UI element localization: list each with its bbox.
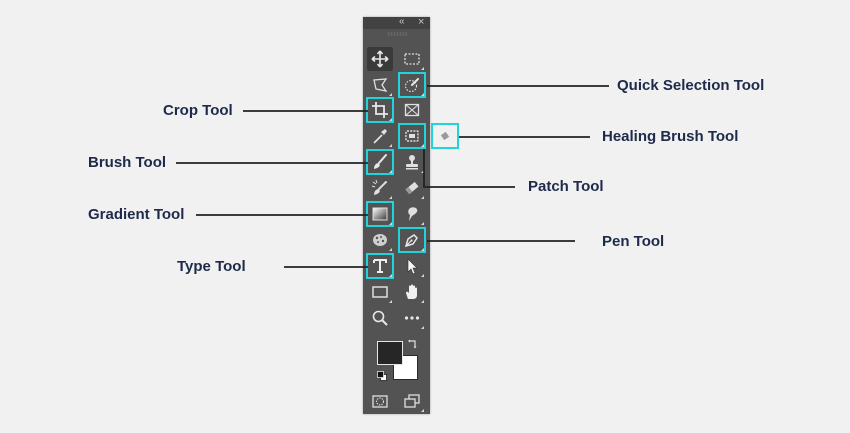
hand-icon xyxy=(406,284,417,299)
clone-stamp-tool[interactable] xyxy=(399,150,425,174)
foreground-color-swatch[interactable] xyxy=(377,341,403,365)
lasso-tool[interactable] xyxy=(367,73,393,97)
type-tool-label: Type Tool xyxy=(177,258,246,275)
smudge-icon xyxy=(408,207,418,221)
default-colors-icon[interactable] xyxy=(377,371,387,381)
history-brush-icon xyxy=(371,179,387,195)
rectangular-marquee-icon xyxy=(404,53,420,65)
healing-brush-tool-label: Healing Brush Tool xyxy=(602,128,739,145)
pen-tool[interactable] xyxy=(398,227,426,253)
eraser-icon xyxy=(405,181,419,195)
more-icon xyxy=(404,316,420,320)
swap-colors-icon[interactable] xyxy=(407,338,419,350)
screen-mode-icon xyxy=(404,394,420,408)
eyedropper-icon xyxy=(373,129,387,144)
patch-leader xyxy=(423,149,515,188)
panel-grip[interactable] xyxy=(387,32,407,36)
type-tool[interactable] xyxy=(366,253,394,279)
patch-tool[interactable] xyxy=(398,123,426,149)
quick-selection-icon xyxy=(404,78,419,93)
move-tool[interactable] xyxy=(367,47,393,71)
quick-mask-icon xyxy=(372,395,388,408)
gradient-icon xyxy=(372,207,388,221)
crop-tool[interactable] xyxy=(366,97,394,123)
brush-icon xyxy=(374,154,387,169)
sponge-icon xyxy=(373,234,387,246)
polygonal-lasso-icon xyxy=(373,78,388,92)
history-brush-tool[interactable] xyxy=(367,176,393,200)
patch-tool-label: Patch Tool xyxy=(528,178,604,195)
path-selection-icon xyxy=(407,258,418,275)
zoom-icon xyxy=(372,310,388,326)
zoom-tool[interactable] xyxy=(367,306,393,330)
gradient-tool-label: Gradient Tool xyxy=(88,206,185,223)
quick-mask-button[interactable] xyxy=(367,389,393,413)
rectangle-icon xyxy=(372,286,388,298)
quick-selection-tool-label: Quick Selection Tool xyxy=(617,77,765,94)
frame-icon xyxy=(404,103,420,117)
panel-title-bar[interactable]: « × xyxy=(363,16,430,29)
crop-icon xyxy=(372,102,388,118)
healing-brush-icon xyxy=(437,130,453,142)
gradient-tool[interactable] xyxy=(366,201,394,227)
sponge-tool[interactable] xyxy=(367,228,393,252)
more-tools-button[interactable] xyxy=(399,306,425,330)
collapse-panel-icon[interactable]: « xyxy=(399,16,405,27)
close-panel-icon[interactable]: × xyxy=(418,16,425,28)
clone-stamp-icon xyxy=(406,155,418,170)
quick-selection-tool[interactable] xyxy=(398,72,426,98)
healing-brush-tool[interactable] xyxy=(431,123,459,149)
screen-mode-button[interactable] xyxy=(399,389,425,413)
eyedropper-tool[interactable] xyxy=(367,124,393,148)
brush-tool-label: Brush Tool xyxy=(88,154,167,171)
pen-icon xyxy=(404,234,418,248)
patch-icon xyxy=(405,130,419,142)
rectangular-marquee-tool[interactable] xyxy=(399,47,425,71)
brush-tool[interactable] xyxy=(366,149,394,175)
pen-tool-label: Pen Tool xyxy=(602,233,665,250)
type-icon xyxy=(373,259,387,273)
move-icon xyxy=(371,50,389,68)
smudge-tool[interactable] xyxy=(399,202,425,226)
path-selection-tool[interactable] xyxy=(399,254,425,278)
crop-tool-label: Crop Tool xyxy=(163,102,233,119)
rectangle-tool[interactable] xyxy=(367,280,393,304)
hand-tool[interactable] xyxy=(399,280,425,304)
eraser-tool[interactable] xyxy=(399,176,425,200)
frame-tool[interactable] xyxy=(399,98,425,122)
